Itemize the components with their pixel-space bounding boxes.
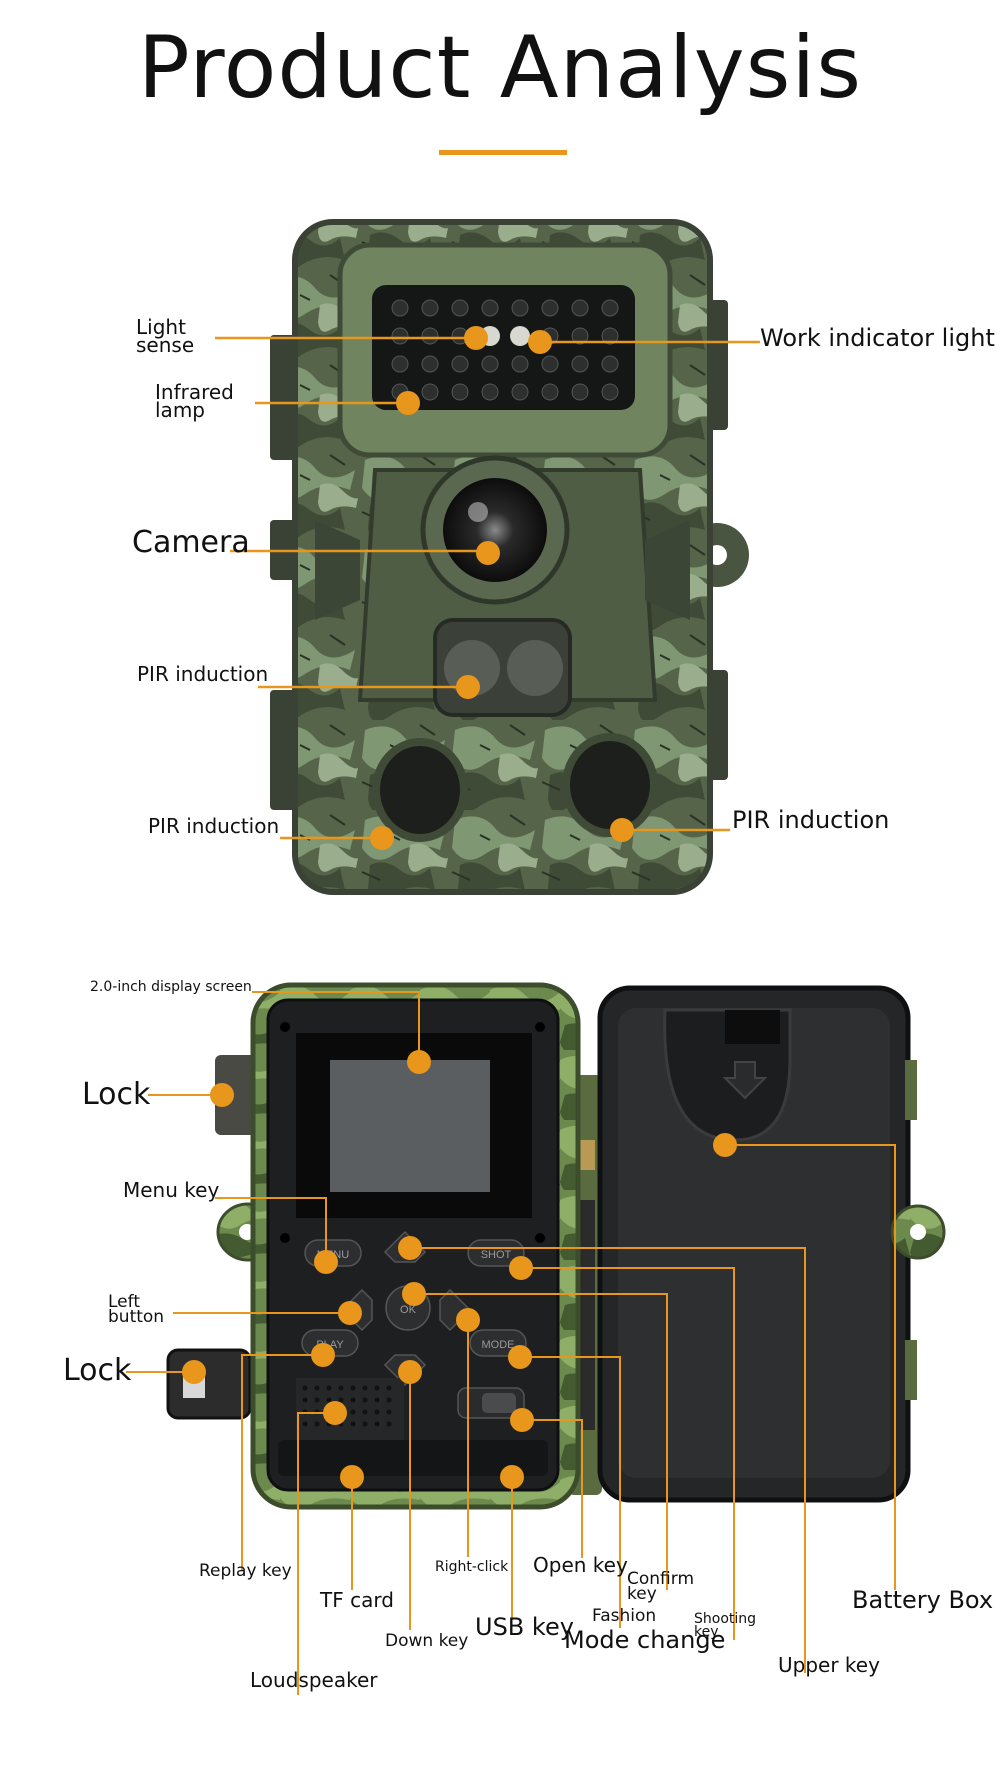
label-upper-key: Upper key [778, 1655, 880, 1675]
label-replay-key: Replay key [199, 1563, 292, 1580]
label-camera: Camera [132, 528, 250, 558]
label-left-button: Left button [108, 1295, 178, 1326]
camera-lens [423, 458, 567, 602]
shot-button-text: SHOT [481, 1249, 512, 1261]
label-open-key: Open key [533, 1555, 628, 1575]
display-screen [330, 1060, 490, 1192]
label-down-key: Down key [385, 1633, 468, 1650]
label-lock-top: Lock [82, 1080, 150, 1110]
label-menu-key: Menu key [123, 1180, 219, 1200]
front-camera-illustration [270, 222, 749, 892]
label-pir-induction-right: PIR induction [732, 808, 889, 832]
label-pir-induction-center: PIR induction [137, 664, 268, 684]
label-confirm-key: Confirm key [627, 1572, 707, 1603]
label-lock-bottom: Lock [63, 1356, 131, 1386]
label-pir-induction-left: PIR induction [148, 816, 279, 836]
label-display-screen: 2.0-inch display screen [90, 980, 252, 994]
label-infrared-lamp: Infrared lamp [155, 383, 255, 419]
label-tf-card: TF card [320, 1590, 394, 1610]
label-right-click: Right-click [435, 1560, 508, 1574]
back-camera-illustration: MENU SHOT PLAY MODE OK [168, 985, 944, 1507]
label-battery-box: Battery Box [852, 1588, 993, 1612]
label-shooting-key: Shooting key [694, 1613, 774, 1638]
label-usb-key: USB key [475, 1615, 574, 1639]
mode-button-text: MODE [482, 1339, 515, 1351]
label-fashion: Fashion [592, 1608, 656, 1625]
label-loudspeaker: Loudspeaker [250, 1670, 377, 1690]
label-work-indicator-light: Work indicator light [760, 326, 995, 350]
label-light-sense: Light sense [136, 318, 216, 354]
